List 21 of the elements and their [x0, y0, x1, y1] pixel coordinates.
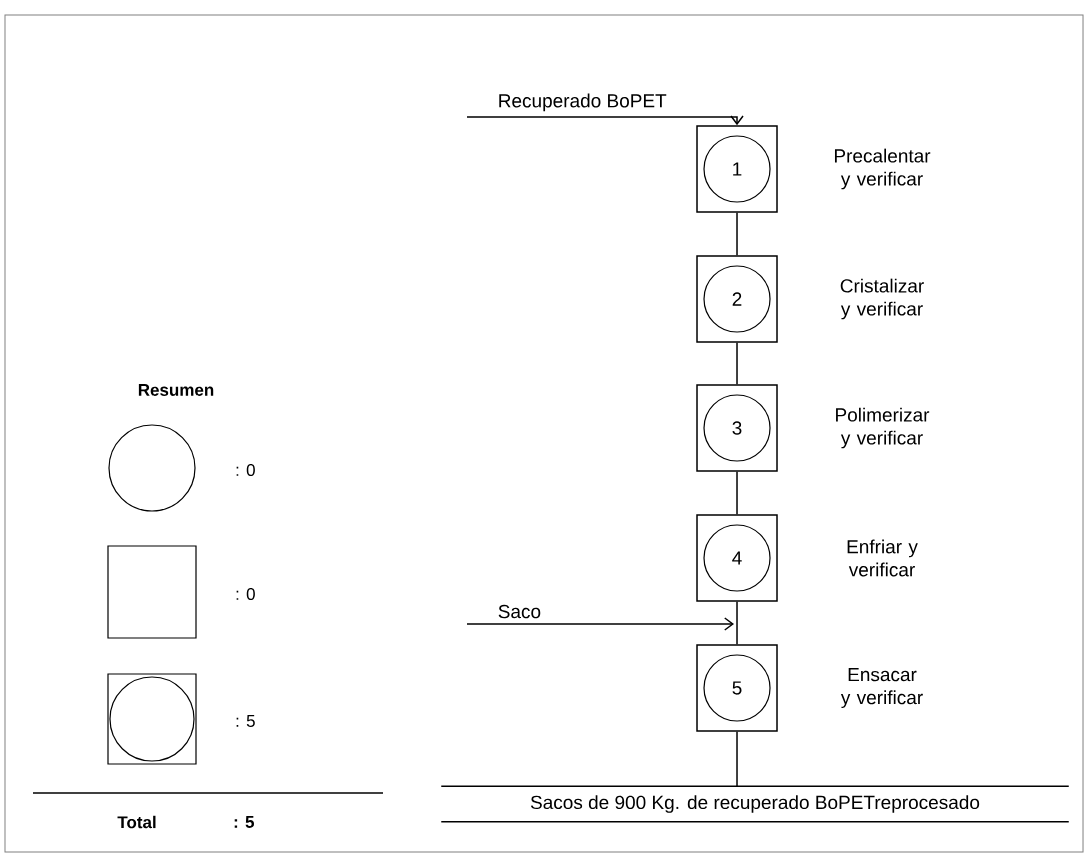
summary-count: : 5	[236, 715, 255, 727]
step-description: Polimerizar y verificar	[836, 407, 930, 449]
step-description: Cristalizar y verificar	[840, 278, 924, 320]
summary-heading: Resumen	[138, 384, 214, 396]
input-label: Recuperado BoPET	[499, 93, 667, 112]
connector	[736, 731, 738, 787]
connector	[736, 601, 738, 645]
step-description: Ensacar y verificar	[840, 668, 923, 708]
connector	[736, 212, 738, 256]
connector	[736, 342, 738, 385]
total-label: Total	[117, 815, 156, 829]
connector	[736, 471, 738, 515]
output-band: Sacos de 900 Kg. de recuperado BoPETreprocesado	[440, 785, 1070, 823]
connector	[466, 617, 734, 631]
step-description: Enfriar y verificar	[847, 539, 918, 577]
step-description: Precalentar y verificar	[835, 148, 931, 190]
connector	[466, 115, 744, 126]
summary-count: : 0	[236, 464, 255, 477]
total-value: : 5	[234, 816, 254, 828]
input-label: Saco	[498, 604, 541, 619]
summary-count: : 0	[236, 588, 255, 601]
